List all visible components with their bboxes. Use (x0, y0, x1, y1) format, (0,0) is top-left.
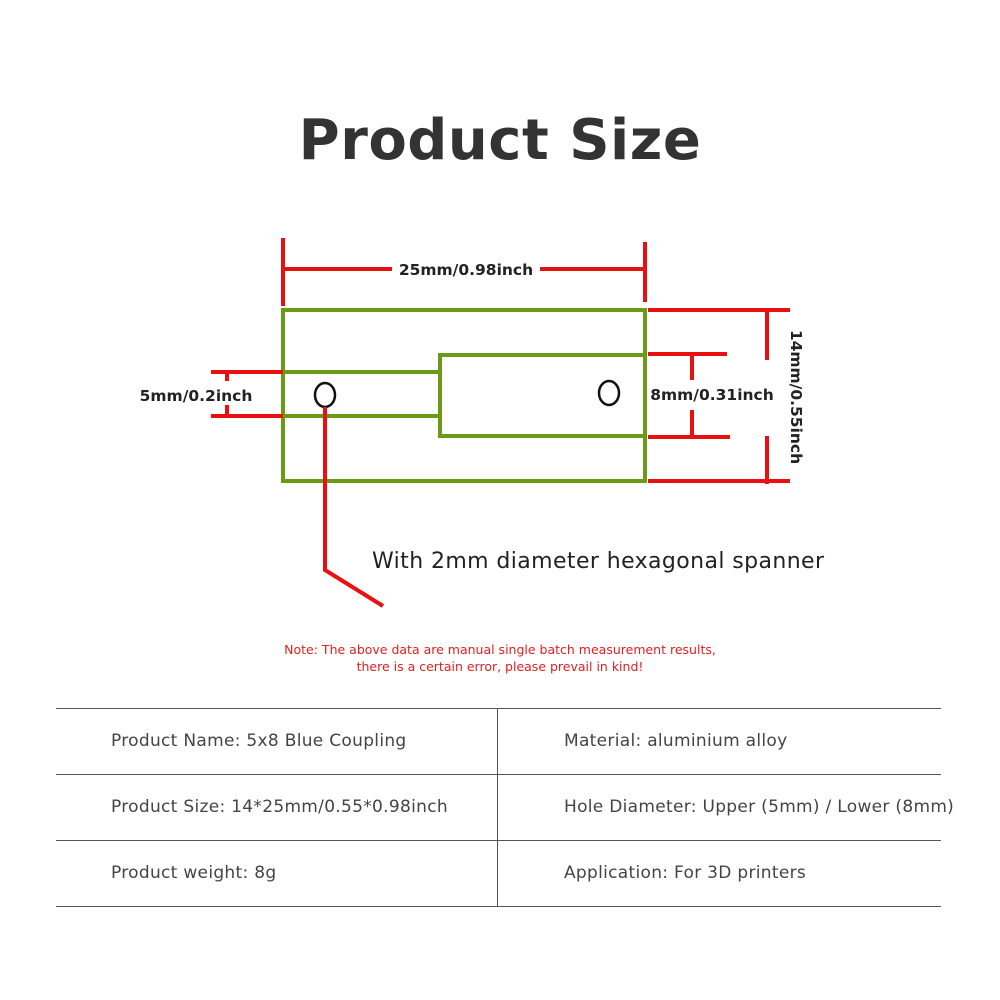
spec-hole-diameter: Hole Diameter: Upper (5mm) / Lower (8mm) (564, 797, 955, 817)
spec-divider (497, 709, 498, 774)
spec-divider (497, 775, 498, 840)
coupling-dimension-diagram: 25mm/0.98inch 5mm/0.2inch 8mm/0.31inch 1… (140, 238, 825, 608)
height-dimension-lines (648, 308, 790, 484)
upper-bore-outline (283, 370, 442, 418)
spec-row: Product Name: 5x8 Blue Coupling Material… (56, 708, 941, 775)
height-dimension-label: 14mm/0.55inch (787, 330, 805, 464)
spec-material: Material: aluminium alloy (564, 731, 788, 751)
callout-leader-line (323, 407, 385, 608)
spec-product-size: Product Size: 14*25mm/0.55*0.98inch (111, 797, 448, 817)
spec-table: Product Name: 5x8 Blue Coupling Material… (56, 708, 954, 907)
page-title: Product Size (298, 108, 702, 173)
set-screw-hole-left (313, 381, 337, 409)
measurement-note: Note: The above data are manual single b… (0, 641, 1000, 675)
note-line-2: there is a certain error, please prevail… (356, 659, 644, 674)
upper-bore-dimension-lines (211, 370, 283, 418)
spec-row: Product weight: 8g Application: For 3D p… (56, 841, 941, 907)
set-screw-hole-right (597, 379, 621, 407)
spec-row: Product Size: 14*25mm/0.55*0.98inch Hole… (56, 775, 954, 841)
spec-divider (497, 841, 498, 906)
spec-application: Application: For 3D printers (564, 863, 807, 883)
spec-product-weight: Product weight: 8g (111, 863, 277, 883)
length-dimension-label: 25mm/0.98inch (399, 261, 533, 279)
lower-bore-dimension-label: 8mm/0.31inch (650, 386, 774, 404)
spec-product-name: Product Name: 5x8 Blue Coupling (111, 731, 407, 751)
callout-label: With 2mm diameter hexagonal spanner (372, 549, 825, 574)
length-dimension-lines (281, 238, 647, 306)
coupling-body-outline (281, 308, 647, 483)
lower-bore-dimension-lines (648, 352, 730, 439)
lower-bore-outline (438, 353, 647, 438)
upper-bore-dimension-label: 5mm/0.2inch (140, 387, 253, 405)
note-line-1: Note: The above data are manual single b… (284, 642, 716, 657)
